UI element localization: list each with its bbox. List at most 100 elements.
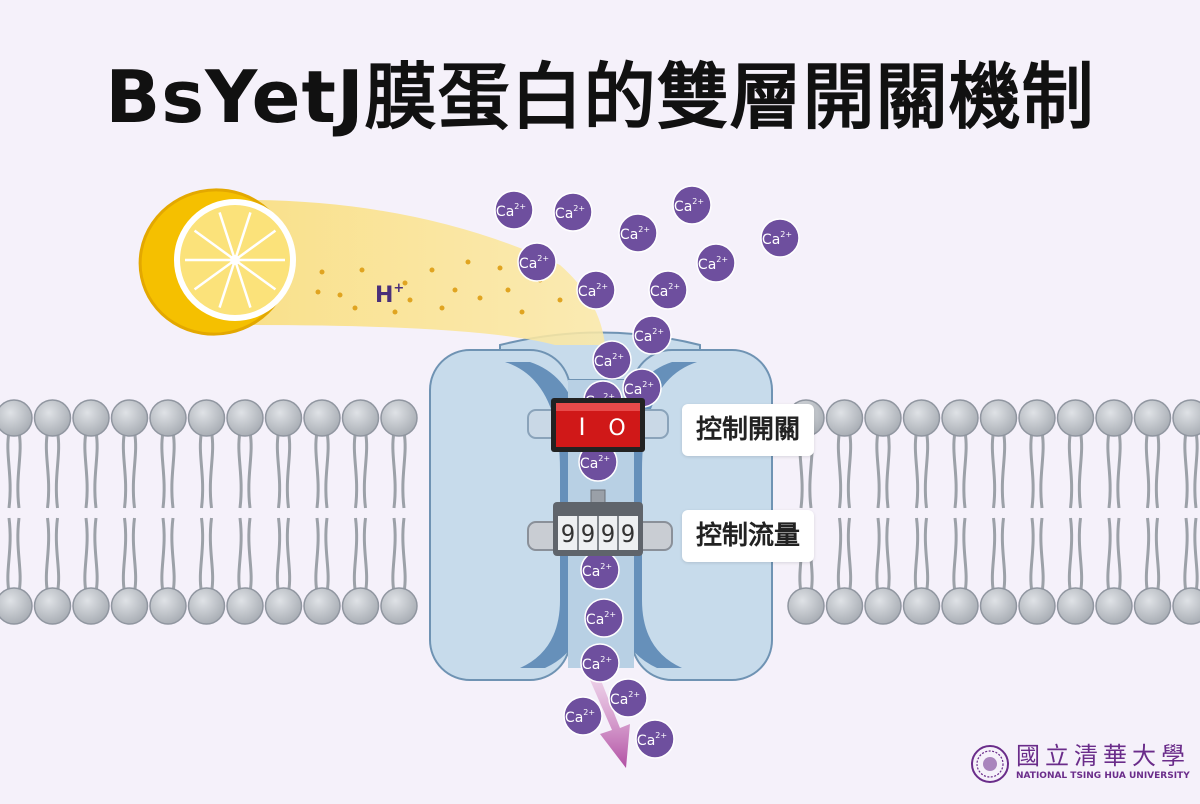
lipid-tail: [391, 517, 397, 593]
lipid-head: [187, 587, 226, 625]
lipid-tail: [1116, 431, 1122, 509]
lipid-tail: [54, 431, 61, 509]
lipid-tail: [237, 431, 243, 509]
counter-knob: [590, 489, 606, 505]
lipid-tail: [836, 431, 843, 509]
lipid-tail: [1183, 517, 1189, 593]
proton-dot: [477, 295, 483, 301]
proton-dot: [359, 267, 365, 273]
lipid-head: [1172, 587, 1200, 625]
proton-dot: [465, 259, 471, 265]
calcium-ion: Ca2+: [576, 270, 616, 310]
lipid-head: [864, 399, 902, 437]
calcium-flow-arrow: [590, 678, 630, 768]
lipid-head: [264, 587, 303, 625]
calcium-ion: Ca2+: [622, 368, 662, 408]
lipid-head: [979, 587, 1018, 625]
lipid-head: [864, 587, 902, 625]
lemon-segments: [185, 212, 285, 308]
proton-dot: [439, 305, 445, 311]
lemon-core: [230, 255, 240, 265]
calcium-ion-label: Ca2+: [582, 655, 612, 673]
counter-digit: 9: [561, 520, 575, 548]
lipid-tail: [1193, 517, 1199, 593]
calcium-ion: Ca2+: [760, 218, 800, 258]
lipid-tail: [131, 517, 138, 593]
lipid-tail: [885, 431, 891, 509]
lipid-tail: [1154, 431, 1161, 509]
calcium-ion-label: Ca2+: [698, 255, 728, 273]
page-title: BsYetJ膜蛋白的雙層開關機制: [105, 55, 1095, 139]
lipid-tail: [913, 517, 920, 593]
lipid-tail: [1067, 517, 1074, 593]
university-logo: 國立清華大學 NATIONAL TSING HUA UNIVERSITY: [970, 742, 1190, 786]
lipid-tail: [362, 517, 369, 593]
lipid-tail: [93, 431, 99, 509]
calcium-ion: Ca2+: [696, 243, 736, 283]
lipid-tail: [1029, 431, 1035, 509]
calcium-ion-label: Ca2+: [634, 327, 664, 345]
proton-dot: [519, 309, 525, 315]
control-switch[interactable]: I O: [527, 398, 669, 452]
lipid-head: [341, 587, 380, 625]
lipid-bilayer: [0, 399, 1200, 625]
lipid-tail: [1183, 431, 1189, 509]
calcium-ion-label: Ca2+: [637, 731, 667, 749]
lipid-tail: [285, 517, 292, 593]
lipid-tail: [6, 517, 12, 593]
lipid-tail: [1077, 431, 1084, 509]
lipid-tail: [275, 431, 282, 509]
lipid-tail: [1000, 517, 1007, 593]
calcium-ion-label: Ca2+: [565, 708, 595, 726]
lipid-tail: [170, 517, 176, 593]
lipid-tail: [160, 431, 166, 509]
calcium-ion-label: Ca2+: [582, 562, 612, 580]
proton-dot: [337, 292, 343, 298]
calcium-ion: Ca2+: [563, 696, 603, 736]
calcium-ion: Ca2+: [618, 213, 658, 253]
lipid-tail: [352, 431, 359, 509]
lipid-tail: [198, 517, 205, 593]
lemon-segment-line: [218, 212, 237, 261]
lemon-segment-line: [234, 229, 277, 262]
calcium-ion-label: Ca2+: [762, 230, 792, 248]
lipid-tail: [314, 431, 320, 509]
lipid-tail: [324, 431, 330, 509]
proton-dot: [505, 287, 511, 293]
lipid-head: [187, 399, 226, 437]
lipid-tail: [44, 517, 51, 593]
lipid-head: [902, 399, 941, 437]
lemon-proton-source: H+: [138, 188, 605, 345]
lipid-tail: [83, 517, 89, 593]
lipid-head: [303, 399, 341, 437]
lipid-head: [380, 399, 418, 437]
lipid-tail: [352, 517, 359, 593]
lipid-head: [33, 399, 72, 437]
calcium-ion: Ca2+: [608, 678, 648, 718]
lipid-tail: [16, 431, 22, 509]
switch-off-glyph: O: [608, 416, 625, 441]
counter-digit: 9: [581, 520, 595, 548]
lipid-tail: [401, 517, 407, 593]
calcium-ions: Ca2+Ca2+Ca2+Ca2+Ca2+Ca2+Ca2+Ca2+Ca2+Ca2+…: [494, 185, 800, 759]
lipid-tail: [885, 517, 891, 593]
calcium-ion-label: Ca2+: [580, 454, 610, 472]
calcium-ion-label: Ca2+: [586, 610, 616, 628]
calcium-ion: Ca2+: [635, 719, 675, 759]
lipid-tail: [170, 431, 176, 509]
lipid-tail: [1067, 431, 1074, 509]
lipid-tail: [1144, 431, 1151, 509]
lipid-head: [787, 587, 825, 625]
calcium-ion-label: Ca2+: [650, 282, 680, 300]
lemon-segment-line: [193, 229, 236, 262]
lipid-head: [1018, 587, 1056, 625]
lipid-tail: [324, 517, 330, 593]
lipid-head: [941, 587, 979, 625]
calcium-ion: Ca2+: [592, 340, 632, 380]
lipid-tail: [16, 517, 22, 593]
switch-highlight: [556, 403, 640, 411]
lemon-segment-line: [218, 259, 237, 308]
lipid-head: [1133, 399, 1172, 437]
lipid-tail: [1144, 517, 1151, 593]
